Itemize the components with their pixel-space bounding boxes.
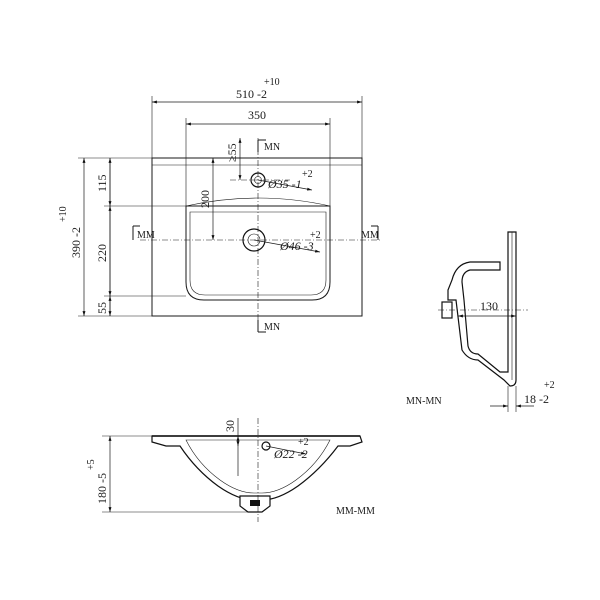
front-drain-hole <box>250 500 260 506</box>
side-depth-value: 130 <box>480 299 498 313</box>
section-mn-mark-top <box>257 139 266 152</box>
overflow-diam: Ø22 -2 <box>273 447 308 461</box>
seg-mid-value: 220 <box>95 244 109 262</box>
front-section-view: Ø22 -2 +2 30 +5 180 -5 MM-MM <box>86 418 375 522</box>
drain-hole-tol: +2 <box>310 230 321 241</box>
section-mm-mark-right <box>371 225 379 240</box>
countertop-outline <box>151 157 363 317</box>
section-mm-label-left: MM <box>137 230 155 241</box>
top-view: MN MN MM MM +10 510 -2 350 ≥55 200 Ø35 -… <box>58 77 380 333</box>
tap-hole-leader <box>257 179 313 191</box>
overall-depth-value: 390 -2 <box>69 227 83 258</box>
height-tol: +5 <box>86 459 97 470</box>
front-section-title: MM-MM <box>336 506 375 517</box>
basin-inner-outline <box>189 211 327 296</box>
side-profile <box>447 231 517 387</box>
tap-hole-tol: +2 <box>302 169 313 180</box>
basin-outline <box>185 205 331 301</box>
hole-offset-value: 200 <box>198 190 212 208</box>
section-mm-label-right: MM <box>361 230 379 241</box>
drain-hole-diam: Ø46 -3 <box>279 239 314 253</box>
section-mn-mark-bottom <box>257 320 266 333</box>
overall-width-tol: +10 <box>264 77 280 88</box>
drain-hole-leader <box>253 239 321 253</box>
front-profile-outer <box>151 435 363 501</box>
seg-bot-value: 55 <box>95 302 109 314</box>
basin-width-value: 350 <box>248 108 266 122</box>
rim-value: 30 <box>223 420 237 432</box>
front-profile-inner <box>185 439 331 494</box>
section-mm-mark-left <box>132 225 140 240</box>
side-section-view: 130 +2 18 -2 MN-MN <box>406 231 555 412</box>
wall-value: 18 -2 <box>524 392 549 406</box>
section-mn-label-top: MN <box>264 142 280 153</box>
overflow-leader <box>265 445 307 455</box>
tap-offset-value: ≥55 <box>225 143 239 162</box>
tap-hole-diam: Ø35 -1 <box>267 177 302 191</box>
overall-depth-tol: +10 <box>58 206 69 222</box>
seg-top-value: 115 <box>95 174 109 192</box>
section-mn-label-bottom: MN <box>264 322 280 333</box>
height-value: 180 -5 <box>95 473 109 504</box>
overflow-tol: +2 <box>298 437 309 448</box>
wall-tol: +2 <box>544 380 555 391</box>
overall-width-value: 510 -2 <box>236 87 267 101</box>
side-section-title: MN-MN <box>406 396 442 407</box>
